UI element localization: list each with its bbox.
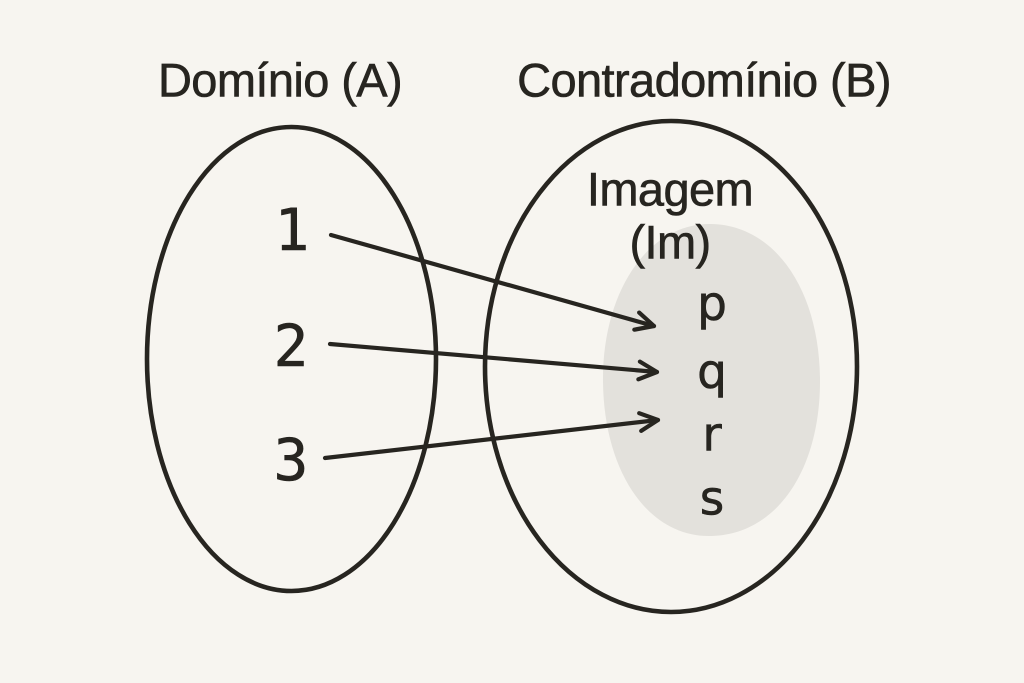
domain-ellipse xyxy=(144,124,439,594)
codomain-ellipse xyxy=(482,118,860,615)
domain-element-3: 3 xyxy=(273,426,309,494)
domain-element-1: 1 xyxy=(274,196,310,264)
arrow-2-to-q xyxy=(327,341,660,382)
image-label-line1: Imagem xyxy=(586,162,754,216)
domain-title: Domínio (A) xyxy=(157,53,403,107)
image-region-blob xyxy=(602,223,821,537)
arrow-3-to-r xyxy=(322,411,661,461)
domain-element-2: 2 xyxy=(273,312,309,380)
image-label-line2: (Im) xyxy=(629,215,711,269)
codomain-title: Contradomínio (B) xyxy=(517,53,892,107)
codomain-element-s: s xyxy=(699,471,725,527)
codomain-element-r: r xyxy=(702,407,722,463)
arrow-1-to-p xyxy=(328,232,657,332)
codomain-element-q: q xyxy=(697,344,727,400)
codomain-element-p: p xyxy=(697,276,727,332)
